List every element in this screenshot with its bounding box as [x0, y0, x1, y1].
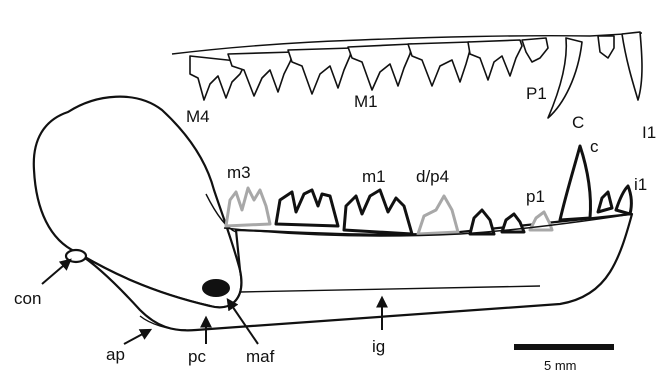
label-C: C [572, 113, 584, 132]
label-m3: m3 [227, 163, 251, 182]
label-M1: M1 [354, 92, 378, 111]
lower-incisor-1 [616, 186, 631, 214]
mandibular-foramen [202, 279, 230, 297]
label-pc: pc [188, 347, 206, 366]
label-ig: ig [372, 337, 385, 356]
label-con: con [14, 289, 41, 308]
arrow-ap [124, 330, 150, 344]
label-ap: ap [106, 345, 125, 364]
scale-bar: 5 mm [514, 344, 614, 373]
p3-tooth [470, 210, 494, 234]
label-m1: m1 [362, 167, 386, 186]
label-dp4: d/p4 [416, 167, 449, 186]
upper-tooth-row [172, 32, 642, 118]
label-i1: i1 [634, 175, 647, 194]
m3-tooth [226, 188, 270, 226]
m1-tooth [344, 190, 412, 234]
label-maf: maf [246, 347, 275, 366]
label-p1: p1 [526, 187, 545, 206]
dp4-tooth [418, 196, 458, 234]
label-I1: I1 [642, 123, 656, 142]
lower-tooth-row [224, 146, 632, 236]
lower-incisor-2 [598, 192, 612, 212]
m2-tooth [276, 190, 338, 226]
label-c: c [590, 137, 599, 156]
arrow-con [42, 260, 70, 284]
lower-canine [560, 146, 591, 220]
scale-bar-line [514, 344, 614, 350]
label-P1: P1 [526, 84, 547, 103]
label-M4: M4 [186, 107, 210, 126]
scale-bar-label: 5 mm [544, 358, 577, 373]
